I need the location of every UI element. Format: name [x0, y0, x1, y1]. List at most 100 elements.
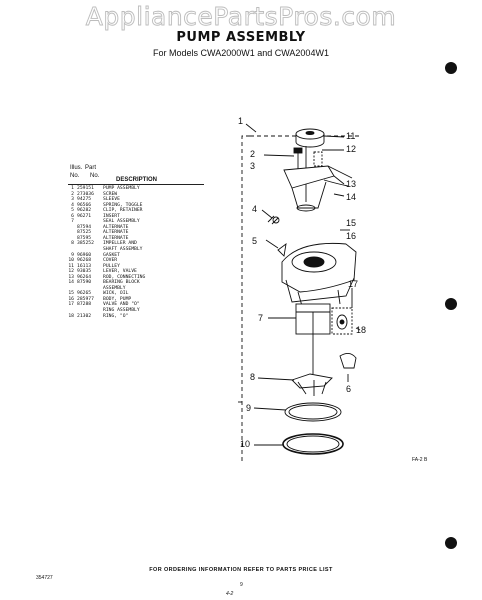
- cell-desc: PUMP ASSEMBLY: [103, 186, 140, 191]
- parts-table-rule: [68, 184, 204, 185]
- cell-no: 5: [71, 208, 74, 214]
- cell-no: 17: [68, 302, 74, 308]
- callout-label: 8: [250, 372, 256, 382]
- cell-desc: ALTERNATE: [103, 235, 129, 241]
- callout-label: 4: [252, 204, 258, 214]
- cell-part: 87594: [77, 224, 92, 230]
- cell-part: 96265: [77, 291, 92, 297]
- binder-hole: [445, 62, 457, 74]
- cell-part: 259151: [77, 186, 94, 191]
- cell-desc: ALTERNATE: [103, 224, 129, 230]
- cell-no: 8: [71, 241, 74, 247]
- header-part: Part: [85, 165, 97, 171]
- cell-no: 9: [71, 252, 74, 258]
- cell-no: 6: [71, 213, 74, 219]
- cell-desc: SPRING, TOGGLE: [103, 202, 143, 208]
- pump-exploded-diagram: [238, 123, 361, 462]
- cell-part: 385252: [77, 241, 94, 247]
- cell-desc: IMPELLER AND: [103, 241, 137, 247]
- cell-no: 12: [68, 269, 74, 275]
- cell-desc: ROD, CONNECTING: [103, 274, 146, 280]
- page-mark: 4-2: [226, 591, 234, 597]
- header-no: No.: [70, 173, 80, 179]
- cell-desc: RING, "O": [103, 313, 129, 319]
- cell-desc: PULLEY: [103, 263, 120, 269]
- callout-label: 7: [258, 313, 264, 323]
- cell-part: 96271: [77, 213, 92, 219]
- cell-part: 273036: [77, 191, 94, 197]
- callout-label: 5: [252, 236, 258, 246]
- cell-part: 96282: [77, 208, 92, 214]
- cell-desc: BEARING BLOCK: [103, 280, 140, 286]
- cell-desc: INSERT: [103, 213, 120, 219]
- cell-part: 16113: [77, 263, 92, 269]
- cell-no: 4: [71, 202, 74, 208]
- callout-label: 6: [346, 384, 352, 394]
- page-title: PUMP ASSEMBLY: [176, 30, 306, 45]
- callout-label: 16: [346, 231, 357, 241]
- cell-no: 3: [71, 197, 74, 203]
- cell-no: 1: [71, 186, 74, 191]
- table-row: RING ASSEMBLY: [66, 308, 216, 314]
- table-row: ASSEMBLY: [66, 286, 216, 292]
- callout-label: 18: [356, 325, 367, 335]
- cell-desc: BODY, PUMP: [103, 296, 132, 302]
- callout-label: 3: [250, 161, 256, 171]
- cell-part: 87525: [77, 230, 92, 236]
- cell-part: 94275: [77, 197, 92, 203]
- callout-label: 14: [346, 192, 357, 202]
- cell-part: 93035: [77, 269, 92, 275]
- cell-no: 16: [68, 296, 74, 302]
- cell-desc: GASKET: [103, 252, 120, 258]
- cell-desc: ASSEMBLY: [103, 285, 126, 291]
- cell-desc: COVER: [103, 258, 118, 264]
- callout-label: 9: [246, 403, 252, 413]
- document-number: 354727: [36, 575, 53, 581]
- page-subtitle: For Models CWA2000W1 and CWA2004W1: [153, 48, 329, 58]
- watermark: AppliancePartsPros.com: [85, 2, 397, 32]
- table-row: SHAFT ASSEMBLY: [66, 247, 216, 253]
- callout-label: 1: [238, 116, 244, 126]
- callout-label: 12: [346, 144, 357, 154]
- callout-label: 2: [250, 149, 256, 159]
- cell-desc: WICK, OIL: [103, 291, 129, 297]
- cell-no: 18: [68, 313, 74, 319]
- cell-part: 96264: [77, 274, 92, 280]
- cell-desc: RING ASSEMBLY: [103, 308, 140, 314]
- cell-no: 2: [71, 191, 74, 197]
- cell-desc: SCREW: [103, 191, 118, 197]
- table-row: 87595 ALTERNATE: [66, 236, 216, 242]
- diagram-code: FA-2 B: [412, 457, 428, 463]
- cell-part: 87595: [77, 235, 92, 241]
- cell-desc: LEVER, VALVE: [103, 269, 137, 275]
- cell-part: 87288: [77, 302, 92, 308]
- callout-label: 13: [346, 179, 357, 189]
- cell-part: 96268: [77, 258, 92, 264]
- ordering-note: FOR ORDERING INFORMATION REFER TO PARTS …: [149, 567, 333, 573]
- callout-label: 11: [346, 131, 356, 141]
- cell-desc: ALTERNATE: [103, 230, 129, 236]
- cell-no: 13: [68, 274, 74, 280]
- header-description: DESCRIPTION: [116, 177, 158, 183]
- table-row: 87525 ALTERNATE: [66, 230, 216, 236]
- cell-no: 10: [68, 258, 74, 264]
- cell-desc: CLIP, RETAINER: [103, 208, 143, 214]
- page-number: 9: [240, 582, 243, 588]
- callout-label: 10: [240, 439, 251, 449]
